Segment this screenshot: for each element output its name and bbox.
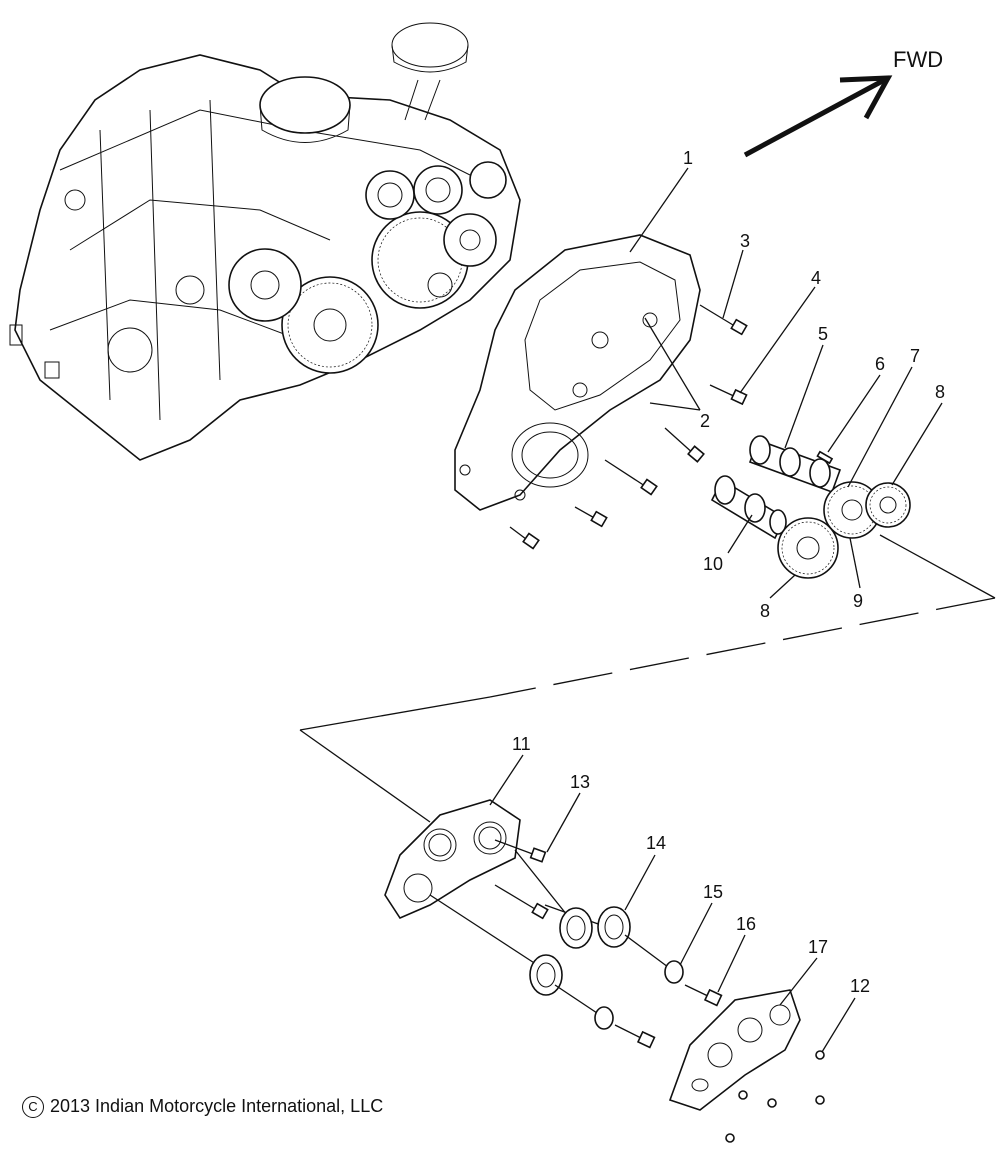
callout-8-upper: 8 xyxy=(935,382,945,402)
callout-9: 9 xyxy=(853,591,863,611)
break-connector xyxy=(299,534,996,823)
callout-7: 7 xyxy=(910,346,920,366)
callout-16: 16 xyxy=(736,914,756,934)
callout-11: 11 xyxy=(512,734,531,754)
callout-8-lower: 8 xyxy=(760,601,770,621)
callout-10: 10 xyxy=(703,554,723,574)
callout-14: 14 xyxy=(646,833,666,853)
bearing-support-plate xyxy=(384,799,521,920)
forward-direction-arrow xyxy=(743,75,893,158)
callout-17: 17 xyxy=(808,937,828,957)
engine-assembly xyxy=(9,22,521,461)
cover-screws xyxy=(509,304,748,550)
callout-3: 3 xyxy=(740,231,750,251)
callout-4: 4 xyxy=(811,268,821,288)
cover-gasket xyxy=(668,989,801,1111)
callout-15: 15 xyxy=(703,882,723,902)
callout-5: 5 xyxy=(818,324,828,344)
callout-2: 2 xyxy=(700,411,710,431)
plate-hardware xyxy=(429,839,723,1049)
cam-chest-cover xyxy=(454,234,701,511)
gasket-screws xyxy=(725,1050,825,1143)
copyright-notice: C 2013 Indian Motorcycle International, L… xyxy=(22,1096,383,1118)
copyright-text: 2013 Indian Motorcycle International, LL… xyxy=(50,1096,384,1116)
callout-1: 1 xyxy=(683,148,693,168)
callout-6: 6 xyxy=(875,354,885,374)
callout-13: 13 xyxy=(570,772,590,792)
leader-lines xyxy=(489,167,943,1053)
callout-12: 12 xyxy=(850,976,870,996)
copyright-symbol: C xyxy=(22,1096,44,1118)
camshafts xyxy=(710,435,842,540)
direction-label: FWD xyxy=(893,47,943,72)
callout-labels: 1 3 4 5 6 7 8 2 10 8 9 11 13 14 15 16 17… xyxy=(512,148,945,996)
cam-gears xyxy=(777,481,911,579)
